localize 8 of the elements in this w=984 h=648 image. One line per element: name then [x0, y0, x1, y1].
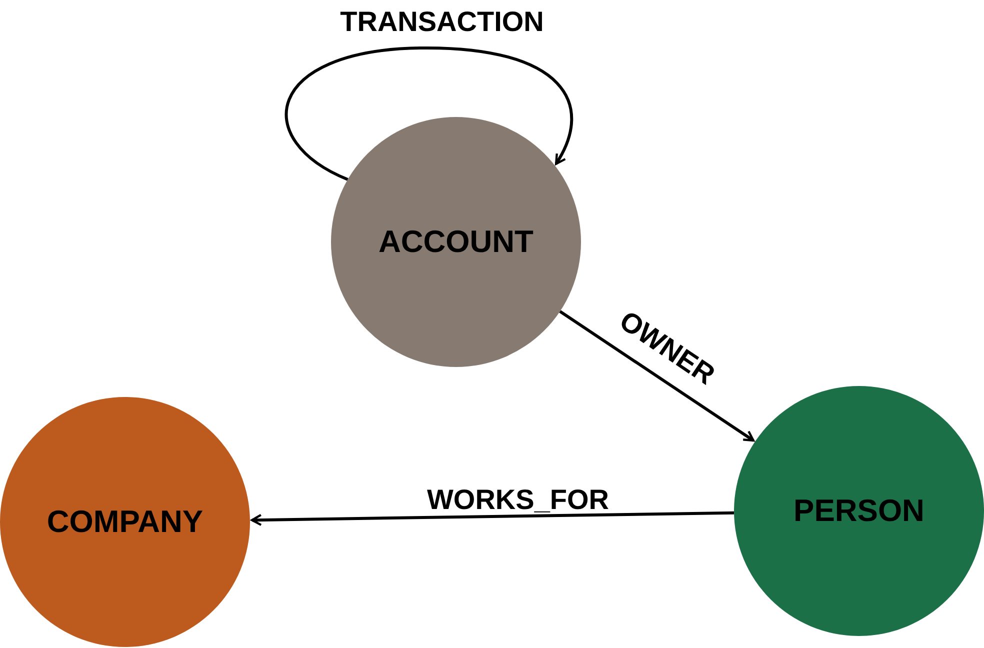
node-label: ACCOUNT — [378, 224, 534, 260]
arrow — [250, 511, 734, 526]
edge-label: WORKS_FOR — [427, 486, 609, 514]
node-label: PERSON — [794, 493, 924, 529]
node-label: COMPANY — [46, 504, 204, 540]
arrow — [559, 310, 754, 442]
edge-label: TRANSACTION — [340, 8, 544, 36]
arrow — [285, 46, 574, 181]
